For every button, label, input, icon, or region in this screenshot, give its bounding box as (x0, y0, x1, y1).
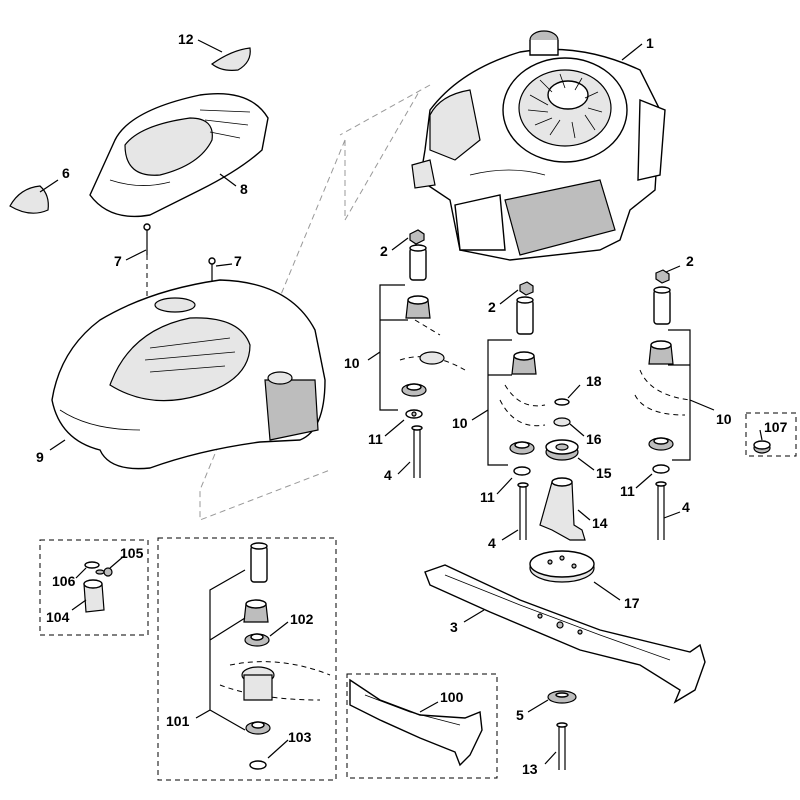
callout-2c: 2 (686, 253, 694, 269)
callout-1: 1 (646, 35, 654, 51)
part-6-cap (9, 185, 49, 214)
leader-lines (39, 39, 763, 765)
callout-17: 17 (624, 595, 640, 611)
callout-7a: 7 (114, 253, 122, 269)
callout-10c: 10 (716, 411, 732, 427)
blade-hub-assembly (529, 398, 595, 583)
callout-11a: 11 (368, 431, 383, 447)
callout-15: 15 (596, 465, 612, 481)
callout-4a: 4 (384, 467, 392, 483)
callout-10b: 10 (452, 415, 468, 431)
callout-103: 103 (288, 729, 312, 745)
callout-16: 16 (586, 431, 602, 447)
callout-5: 5 (516, 707, 524, 723)
part-8-upper-cover (89, 93, 269, 218)
callout-18: 18 (586, 373, 602, 389)
blade-bolt (547, 690, 577, 770)
callout-11c: 11 (620, 483, 635, 499)
callout-100: 100 (440, 689, 464, 705)
callout-4b: 4 (488, 535, 496, 551)
part-1-engine (411, 30, 666, 261)
callout-12: 12 (178, 31, 194, 47)
callout-13: 13 (522, 761, 538, 777)
part-9-lower-cover (51, 279, 326, 470)
callout-2b: 2 (488, 299, 496, 315)
adapter-column-3 (634, 269, 691, 540)
callout-7b: 7 (234, 253, 242, 269)
callout-10a: 10 (344, 355, 360, 371)
adapter-column-1 (399, 229, 466, 478)
callout-labels: 1 12 6 8 7 7 9 2 2 2 10 10 10 11 11 11 4… (36, 31, 788, 777)
callout-101: 101 (166, 713, 190, 729)
callout-8: 8 (240, 181, 248, 197)
assembly-guides (199, 84, 431, 521)
callout-14: 14 (592, 515, 608, 531)
part-107-box (745, 412, 797, 457)
callout-6: 6 (62, 165, 70, 181)
adapter-column-2 (499, 281, 546, 540)
callout-3: 3 (450, 619, 458, 635)
callout-102: 102 (290, 611, 314, 627)
callout-105: 105 (120, 545, 144, 561)
parts-104-106-box (39, 539, 149, 636)
callout-11b: 11 (480, 489, 495, 505)
callout-9: 9 (36, 449, 44, 465)
callout-104: 104 (46, 609, 70, 625)
part-3-blade (424, 564, 706, 704)
part-12-cap (210, 47, 251, 71)
parts-101-103-box (157, 537, 337, 781)
callout-106: 106 (52, 573, 76, 589)
part-100-box (346, 673, 498, 779)
callout-4c: 4 (682, 499, 690, 515)
callout-107: 107 (764, 419, 788, 435)
callout-2a: 2 (380, 243, 388, 259)
